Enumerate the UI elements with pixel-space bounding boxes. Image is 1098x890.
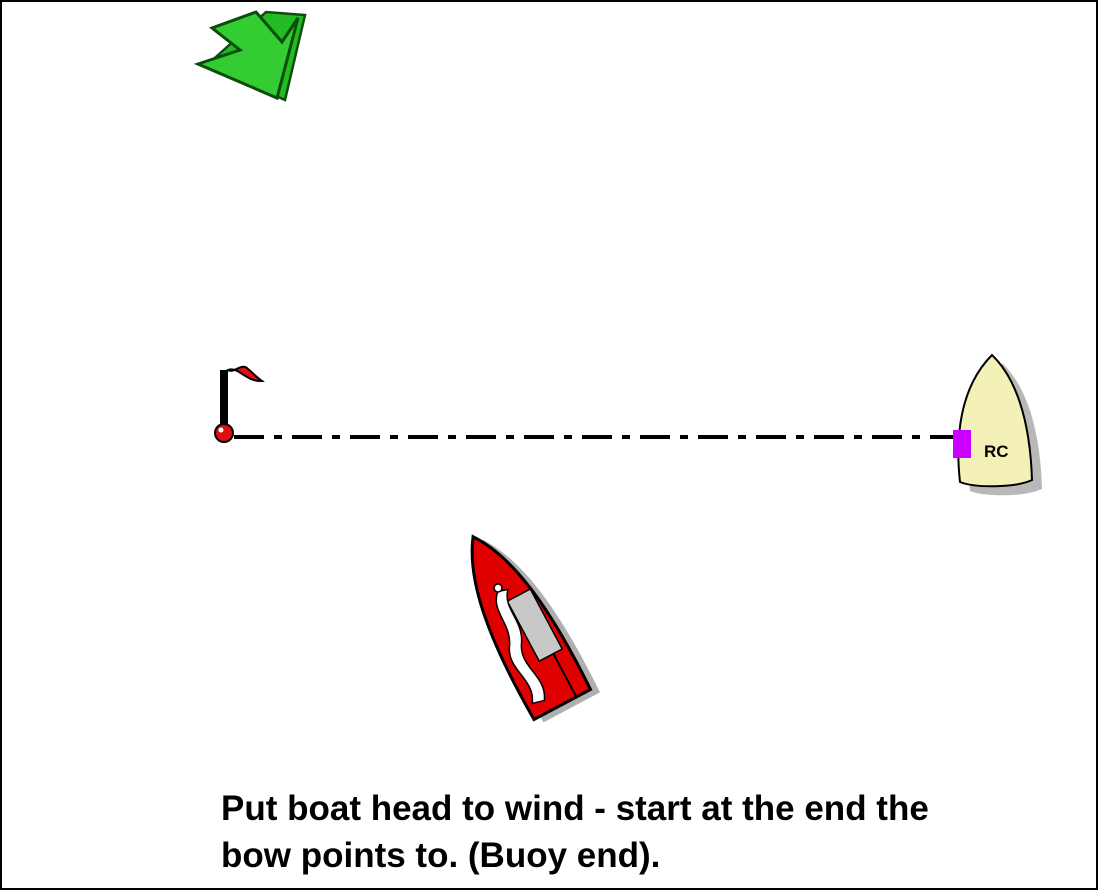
- diagram-caption: Put boat head to wind - start at the end…: [221, 785, 981, 879]
- buoy-flag-icon: [215, 367, 262, 442]
- sailboat-icon: [444, 518, 600, 726]
- committee-boat: RC: [953, 355, 1042, 495]
- committee-boat-label: RC: [984, 442, 1009, 461]
- wind-arrow-icon: [198, 12, 305, 100]
- committee-flag: [953, 430, 971, 458]
